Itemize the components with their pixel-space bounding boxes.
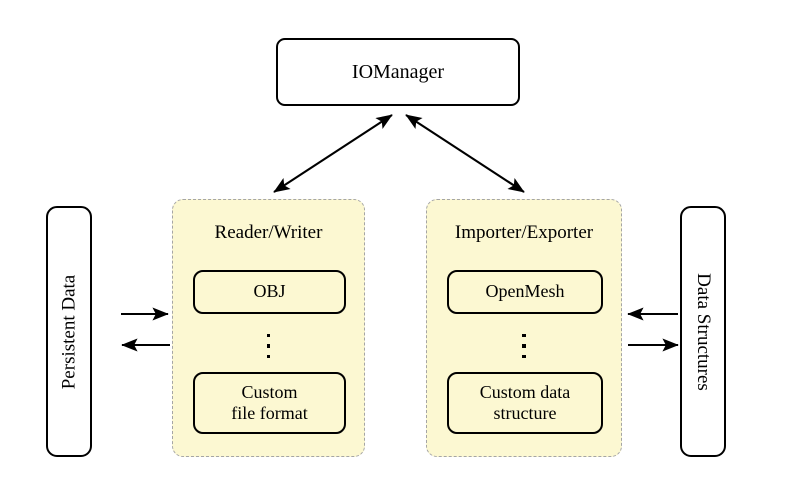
io-manager-node[interactable]: IOManager <box>276 38 520 106</box>
reader-writer-ellipsis-icon <box>173 326 364 366</box>
arrow-manager-importer-exporter <box>405 114 525 193</box>
data-structures-node[interactable]: Data Structures <box>680 206 726 457</box>
obj-format-box[interactable]: OBJ <box>193 270 346 314</box>
custom-data-structure-box[interactable]: Custom data structure <box>447 372 603 434</box>
persistent-data-label: Persistent Data <box>58 274 80 389</box>
arrow-manager-reader-writer <box>273 114 393 193</box>
persistent-data-node[interactable]: Persistent Data <box>46 206 92 457</box>
custom-file-format-line1: Custom <box>241 381 298 402</box>
reader-writer-group[interactable]: Reader/Writer OBJ Custom file format <box>172 199 365 457</box>
custom-file-format-label: Custom file format <box>231 382 307 424</box>
io-manager-label: IOManager <box>351 61 445 83</box>
openmesh-label: OpenMesh <box>485 281 565 302</box>
importer-exporter-title: Importer/Exporter <box>454 222 594 243</box>
data-structures-label: Data Structures <box>693 272 714 391</box>
importer-exporter-group[interactable]: Importer/Exporter OpenMesh Custom data s… <box>426 199 622 457</box>
custom-data-structure-label: Custom data structure <box>480 382 571 424</box>
openmesh-box[interactable]: OpenMesh <box>447 270 603 314</box>
custom-data-structure-line1: Custom data <box>479 381 571 402</box>
obj-format-label: OBJ <box>253 281 286 302</box>
importer-exporter-ellipsis-icon <box>427 326 621 366</box>
custom-data-structure-line2: structure <box>493 403 557 423</box>
custom-file-format-box[interactable]: Custom file format <box>193 372 346 434</box>
custom-file-format-line2: file format <box>231 403 308 423</box>
reader-writer-title: Reader/Writer <box>214 222 323 243</box>
